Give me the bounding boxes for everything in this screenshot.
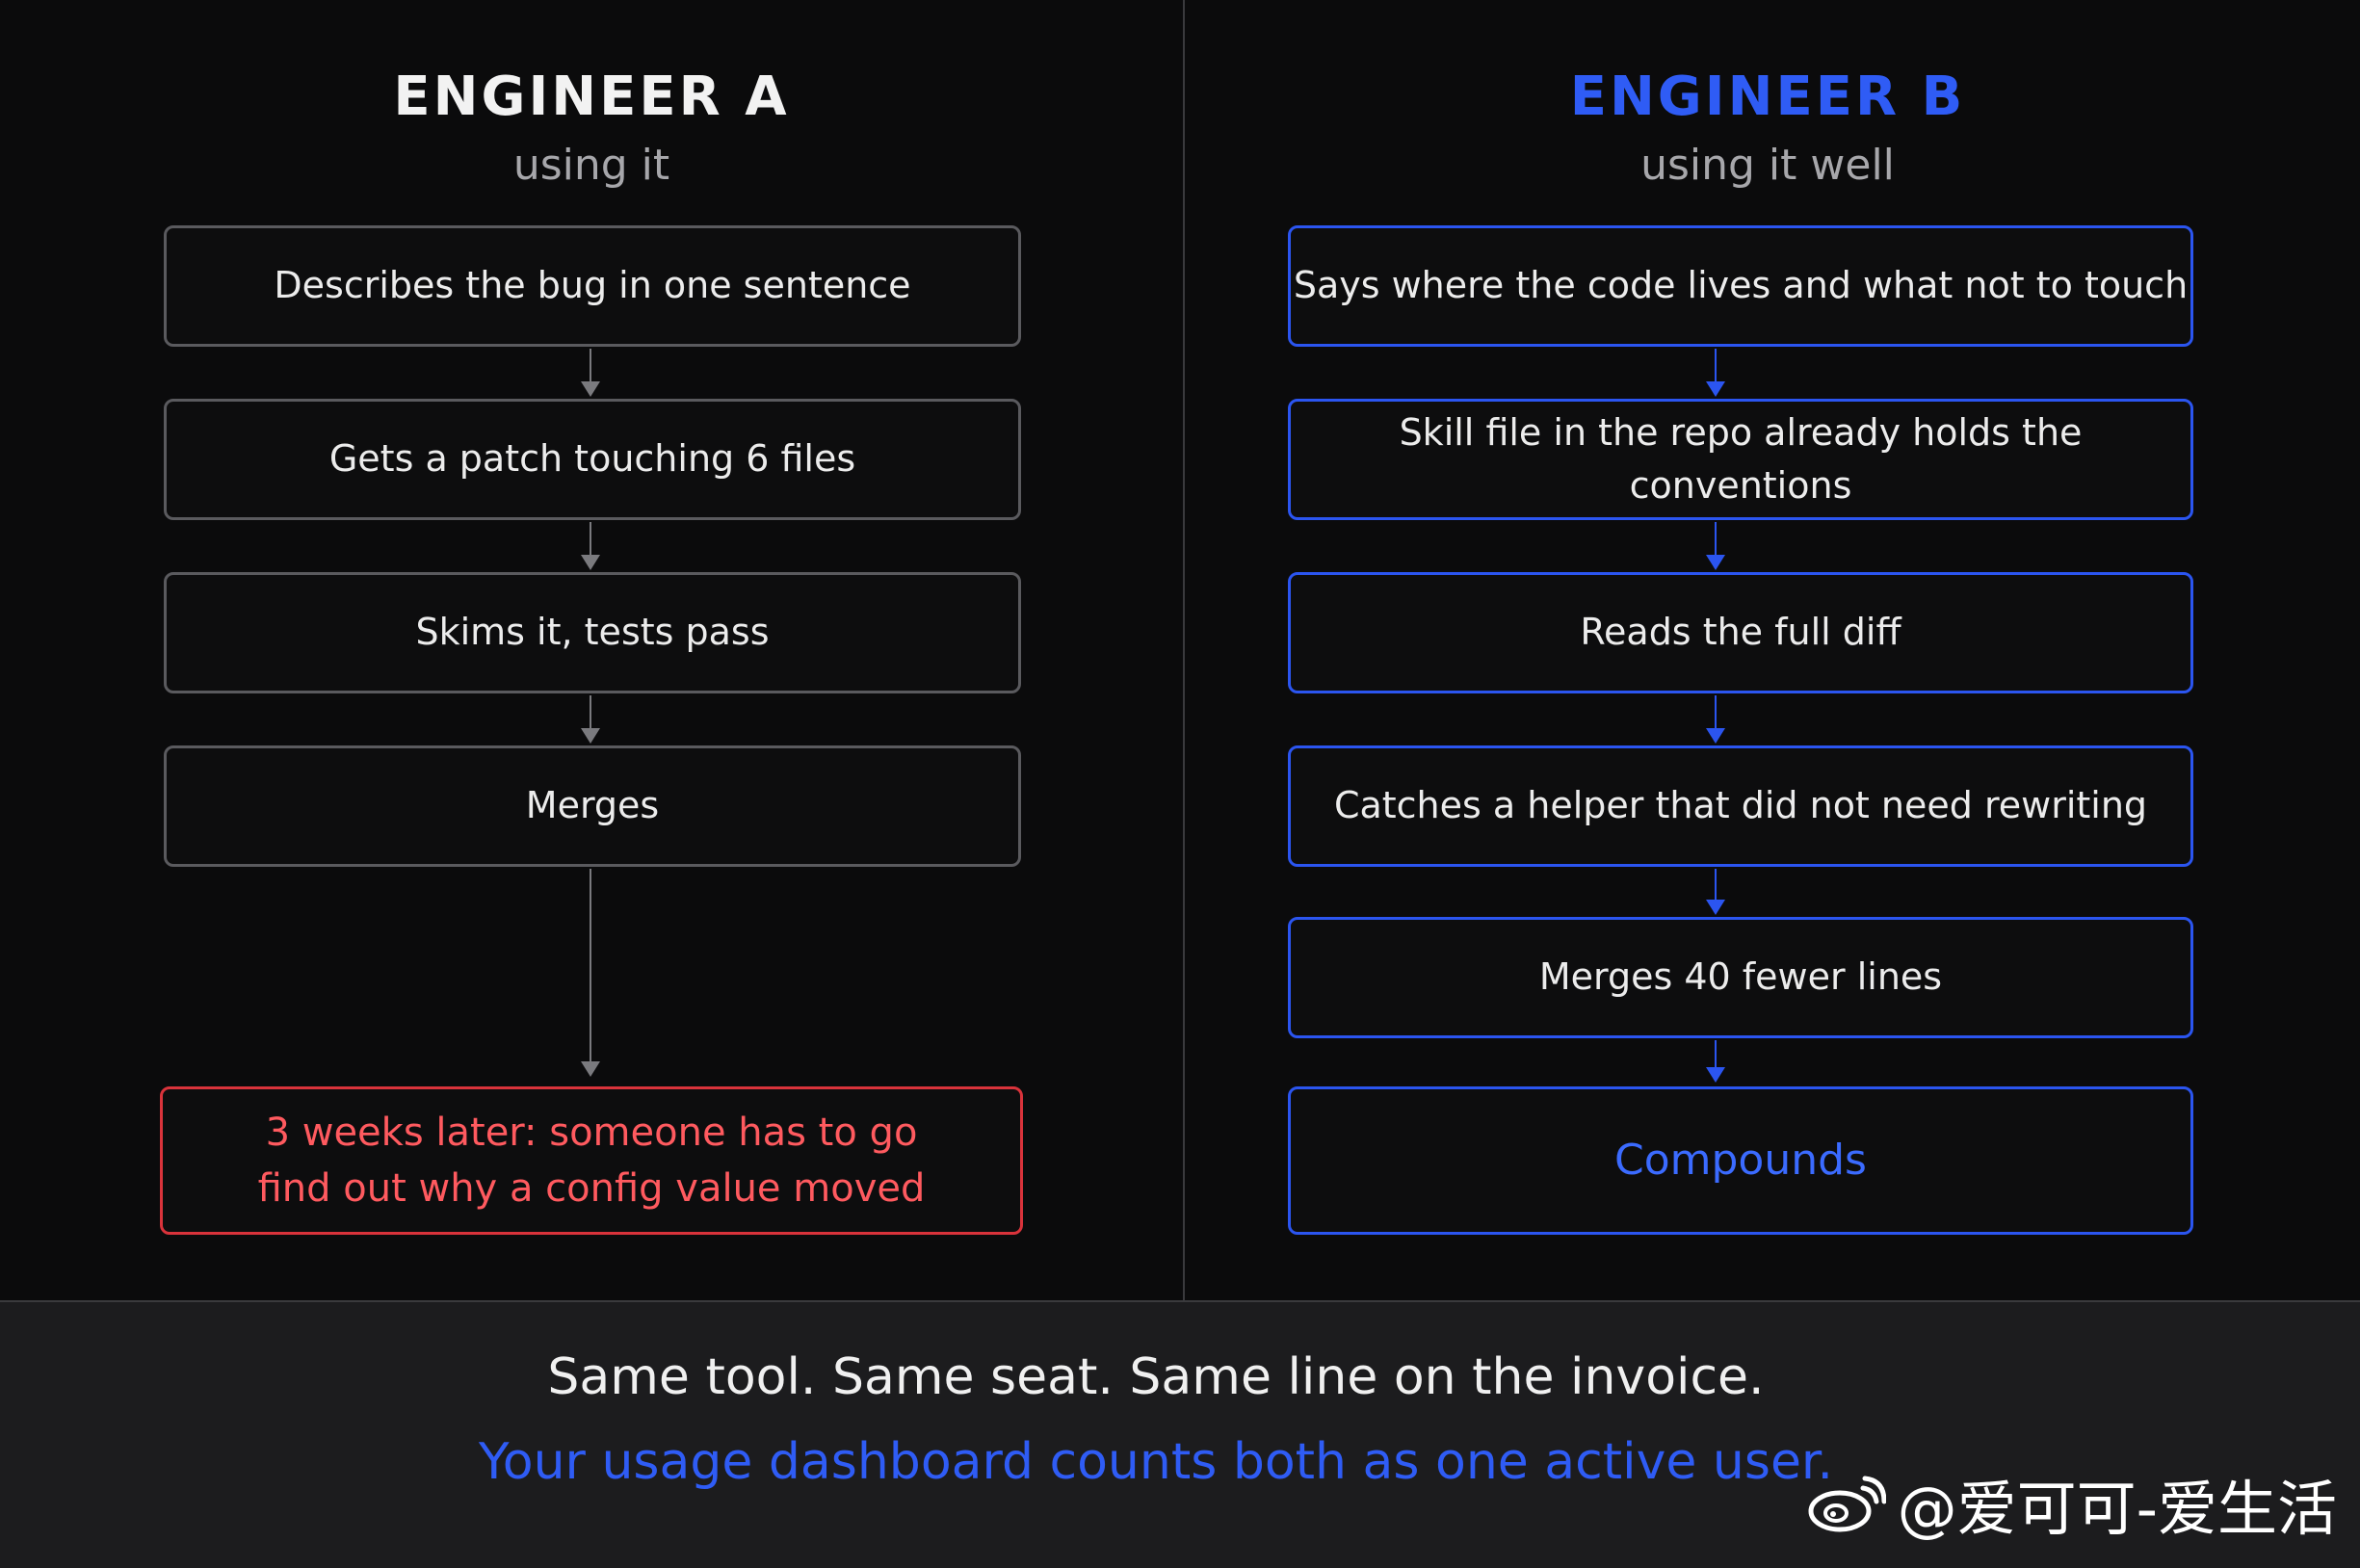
engineer-a-panel: ENGINEER A using it xyxy=(0,0,1183,1300)
step-label: Catches a helper that did not need rewri… xyxy=(1333,784,2148,827)
arrow-down xyxy=(1706,869,1725,915)
outcome-line-1: 3 weeks later: someone has to go xyxy=(265,1111,918,1155)
watermark: @爱可可-爱生活 xyxy=(1807,1460,2337,1547)
engineer-b-outcome: Compounds xyxy=(1288,1086,2193,1235)
engineer-b-step-3: Reads the full diff xyxy=(1288,572,2193,693)
engineer-a-step-4: Merges xyxy=(164,745,1021,867)
footer-caption: Same tool. Same seat. Same line on the i… xyxy=(0,1302,2360,1568)
engineer-b-title: ENGINEER B xyxy=(1569,65,1966,128)
outcome-line-2: find out why a config value moved xyxy=(257,1166,926,1211)
step-label: Gets a patch touching 6 files xyxy=(328,437,856,481)
arrow-down xyxy=(581,522,600,570)
step-label: Skill file in the repo already holds the… xyxy=(1399,410,2083,507)
engineer-b-panel: ENGINEER B using it well xyxy=(1185,0,2360,1300)
vertical-divider xyxy=(1183,0,1185,1300)
step-label: Says where the code lives and what not t… xyxy=(1293,264,2189,307)
arrow-down xyxy=(1706,1040,1725,1083)
step-label: Merges 40 fewer lines xyxy=(1538,955,1943,999)
step-label: Describes the bug in one sentence xyxy=(274,264,911,307)
engineer-a-step-2: Gets a patch touching 6 files xyxy=(164,399,1021,520)
footer-line-1: Same tool. Same seat. Same line on the i… xyxy=(547,1348,1765,1406)
engineer-a-subtitle: using it xyxy=(512,141,670,190)
engineer-b-step-5: Merges 40 fewer lines xyxy=(1288,917,2193,1038)
watermark-text: @爱可可-爱生活 xyxy=(1897,1474,2337,1544)
arrow-down xyxy=(581,349,600,397)
engineer-b-step-4: Catches a helper that did not need rewri… xyxy=(1288,745,2193,867)
step-label: Skims it, tests pass xyxy=(415,611,770,654)
weibo-icon xyxy=(1808,1476,1886,1532)
outcome-label: Compounds xyxy=(1614,1136,1867,1186)
engineer-b-step-2: Skill file in the repo already holds the… xyxy=(1288,399,2193,520)
arrow-down-long xyxy=(581,869,600,1077)
horizontal-divider xyxy=(0,1300,2360,1302)
engineer-a-step-1: Describes the bug in one sentence xyxy=(164,225,1021,347)
engineer-b-subtitle: using it well xyxy=(1640,141,1895,190)
engineer-a-step-3: Skims it, tests pass xyxy=(164,572,1021,693)
engineer-a-outcome: 3 weeks later: someone has to go find ou… xyxy=(160,1086,1023,1235)
arrow-down xyxy=(581,695,600,744)
step-label: Reads the full diff xyxy=(1580,611,1901,654)
arrow-down xyxy=(1706,522,1725,570)
footer-line-2: Your usage dashboard counts both as one … xyxy=(478,1433,1834,1491)
engineer-b-step-1: Says where the code lives and what not t… xyxy=(1288,225,2193,347)
arrow-down xyxy=(1706,695,1725,744)
engineer-a-title: ENGINEER A xyxy=(393,65,790,128)
step-label: Merges xyxy=(525,784,660,827)
arrow-down xyxy=(1706,349,1725,397)
